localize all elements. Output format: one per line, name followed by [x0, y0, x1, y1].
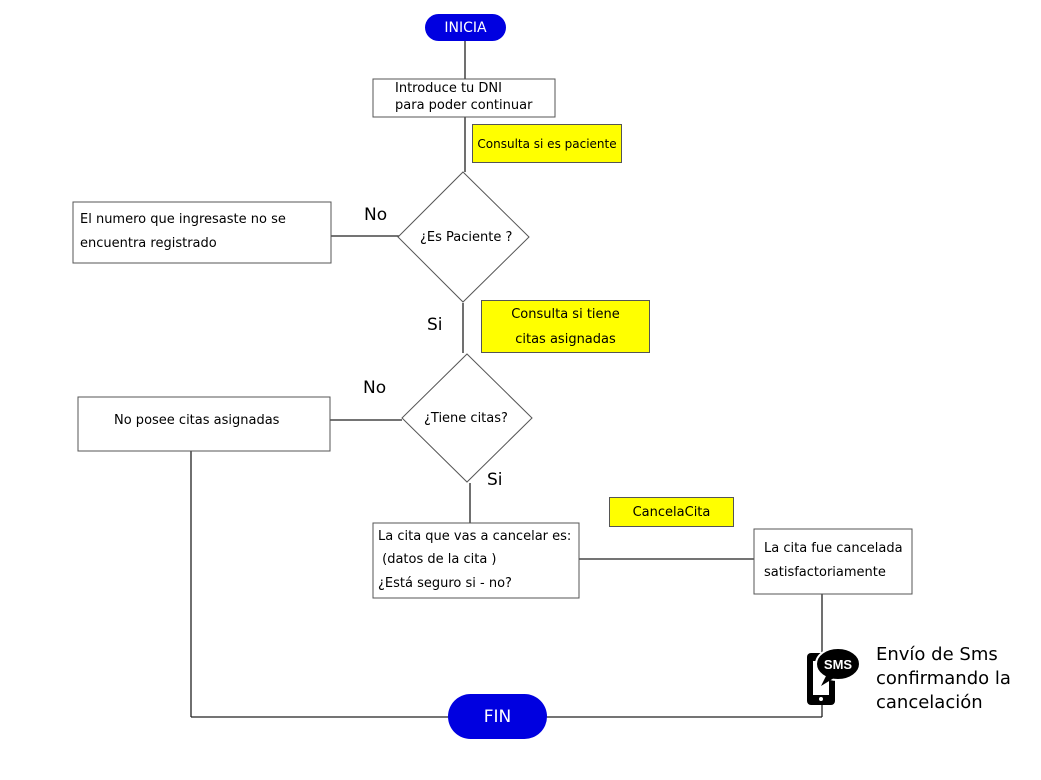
not-registered-line-2: encuentra registrado: [80, 236, 217, 251]
note-consulta-paciente-text: Consulta si es paciente: [477, 136, 617, 151]
sms-note-line-2: confirmando la: [876, 668, 1011, 689]
note-cancela-cita: CancelaCita: [609, 497, 734, 527]
confirm-line-1: La cita que vas a cancelar es:: [378, 529, 572, 544]
not-registered-line-1: El numero que ingresaste no se: [80, 212, 286, 227]
no-citas-box: [77, 396, 331, 452]
cancelled-box: [753, 528, 913, 595]
sms-note-line-1: Envío de Sms: [876, 644, 998, 665]
si-label-2: Si: [487, 470, 503, 490]
sms-icon-text: SMS: [824, 657, 853, 672]
dni-box: [372, 78, 556, 118]
dni-line-2: para poder continuar: [395, 98, 533, 113]
confirm-line-2: (datos de la cita ): [378, 552, 497, 567]
note-consulta-citas: Consulta si tiene citas asignadas: [481, 300, 650, 353]
end-label: FIN: [483, 706, 512, 727]
no-label-2: No: [363, 378, 387, 398]
cancelled-line-2: satisfactoriamente: [764, 565, 886, 580]
note-consulta-paciente: Consulta si es paciente: [472, 124, 622, 163]
start-label: INICIA: [444, 19, 487, 36]
note-cancela-text: CancelaCita: [632, 504, 711, 520]
decision-paciente-diamond: [397, 171, 530, 303]
decision-citas-label: ¿Tiene citas?: [424, 411, 508, 426]
start-terminal: INICIA: [425, 14, 506, 41]
si-label-1: Si: [427, 315, 443, 335]
sms-phone-icon: SMS: [807, 647, 861, 705]
note-citas-line-2: citas asignadas: [515, 331, 616, 347]
note-citas-line-1: Consulta si tiene: [511, 306, 620, 322]
no-label-1: No: [364, 205, 388, 225]
cancelled-line-1: La cita fue cancelada: [764, 541, 903, 556]
confirm-cancel-box: [372, 522, 580, 599]
end-terminal: FIN: [448, 694, 547, 739]
not-registered-box: [72, 201, 332, 264]
dni-line-1: Introduce tu DNI: [395, 81, 502, 96]
decision-paciente-label: ¿Es Paciente ?: [420, 230, 513, 245]
sms-note-line-3: cancelación: [876, 692, 983, 713]
no-citas-label: No posee citas asignadas: [114, 413, 280, 428]
decision-citas-diamond: [401, 353, 533, 483]
confirm-line-3: ¿Está seguro si - no?: [378, 576, 512, 591]
